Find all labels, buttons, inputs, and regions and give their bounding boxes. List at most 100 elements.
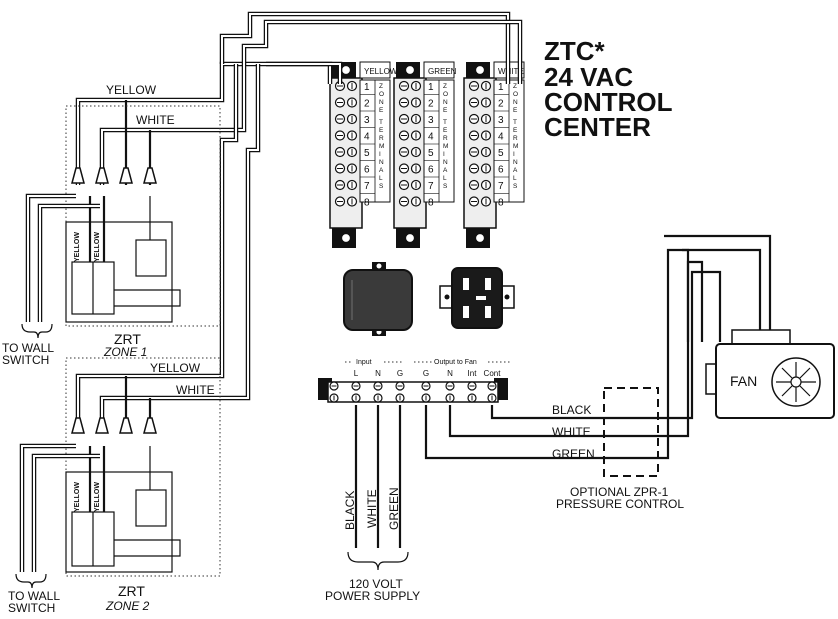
zone-2-wall-switch-line-1: TO WALL [8,589,60,603]
pressure-control-box [603,387,659,477]
zone-terminals-letter: N [443,159,448,166]
strip-body [393,77,427,229]
pressure-control: OPTIONAL ZPR-1 PRESSURE CONTROL [556,387,684,511]
pressure-control-line-2: PRESSURE CONTROL [556,497,684,511]
green-supply-wire-label: GREEN [387,487,401,530]
strip-color-label: YELLOW [364,67,398,76]
zone-terminals-letter: N [379,99,384,106]
zone-terminals-letter: N [443,99,448,106]
strip-body [329,77,363,229]
title-line-3: CONTROL [544,87,673,117]
zone-terminals-letter: O [379,91,384,98]
terminal-number: 5 [498,148,504,159]
terminal-label: Cont [484,369,502,378]
zone-terminals-letter: T [513,119,517,126]
zone-terminals-letter: I [443,151,445,158]
strip-body [463,77,497,229]
zone-2-yellow-wire-label: YELLOW [150,361,201,375]
zone-terminals-letter: N [513,159,518,166]
terminal-number: 6 [428,165,434,176]
terminal-number: 2 [498,99,504,110]
title-line-4: CENTER [544,112,651,142]
zone-terminals-letter: M [443,143,448,150]
zone-1-device-label: ZRT [114,331,141,347]
zone-2-box [65,357,221,577]
terminal-number: 2 [364,99,370,110]
zone-1-group: YELLOW YELLOW TO WALL SWITCH ZRT ZONE 1 [2,105,221,367]
terminal-number: 5 [364,148,370,159]
terminal-number: 5 [428,148,434,159]
zone-terminals-letter: E [443,107,448,114]
input-group-label: Input [356,359,372,366]
zone-1-coil-left-label: YELLOW [74,232,81,262]
zone-terminals-letter: R [379,135,384,142]
zone-2-wire-nuts [71,417,157,434]
zone-terminals-letter: I [513,151,515,158]
zone-terminal-strips: YELLOW12345678ZONETERMINALSGREEN12345678… [329,61,525,248]
zone-2-coil-right-label: YELLOW [94,482,101,512]
zone-2-wall-switch-line-2: SWITCH [8,601,55,615]
zone-1-wall-switch-line-1: TO WALL [2,341,54,355]
terminal-number: 2 [428,99,434,110]
zone-terminals-letter: R [513,135,518,142]
terminal-number: 3 [498,115,504,126]
mount-screw [474,64,486,76]
zone-terminals-letter: A [379,167,384,174]
terminal-number: 4 [498,132,504,143]
terminal-number: 6 [364,165,370,176]
zone-2-zone-label: ZONE 2 [105,599,150,613]
zone-terminals-letter: A [513,167,518,174]
white-fan-wire-label: WHITE [552,425,591,439]
zone-terminals-letter: N [513,99,518,106]
terminal-number: 4 [428,132,434,143]
terminal-number: 3 [364,115,370,126]
mount-screw [404,64,416,76]
transformer [343,262,413,336]
terminal-number: 1 [498,82,504,93]
output-group-label: Output to Fan [434,359,477,366]
zone-terminals-letter: O [443,91,448,98]
zone-terminals-letter: Z [513,83,517,90]
terminal-number: 6 [498,165,504,176]
zone-terminals-letter: L [443,175,447,182]
fan-label: FAN [730,373,757,389]
mount-screw [474,232,486,244]
pressure-control-line-1: OPTIONAL ZPR-1 [570,485,669,499]
green-fan-wire-label: GREEN [552,447,595,461]
terminal-number: 7 [364,181,370,192]
control-center-title: ZTC* 24 VAC CONTROL CENTER [544,36,673,142]
zone-terminals-letter: O [513,91,518,98]
power-supply-line-2: POWER SUPPLY [325,589,420,603]
zone-terminals-letter: S [379,183,384,190]
strip-color-tag [423,61,455,79]
power-supply-wires: BLACK WHITE GREEN 120 VOLT POWER SUPPLY [325,405,420,603]
terminal-number: 7 [498,181,504,192]
terminal-label: G [397,369,403,378]
zone-terminals-letter: M [379,143,384,150]
zone-terminals-letter: E [443,127,448,134]
black-supply-wire-label: BLACK [343,491,357,530]
zone-1-wall-switch-line-2: SWITCH [2,353,49,367]
fan-unit: FAN [705,329,835,419]
strip-color-label: WHITE [498,67,524,76]
zone-terminals-letter: A [443,167,448,174]
terminal-number: 1 [364,82,370,93]
zone-terminals-letter: N [379,159,384,166]
zone-terminals-letter: R [443,135,448,142]
terminal-number: 3 [428,115,434,126]
zone-terminals-letter: T [379,119,383,126]
zone-terminals-letter: E [379,107,384,114]
zone-terminals-letter: S [443,183,448,190]
fan-output-wires: BLACK WHITE GREEN [424,234,772,461]
terminal-label: Int [468,369,478,378]
zone-terminals-letter: M [513,143,518,150]
zone-1-zone-label: ZONE 1 [103,345,147,359]
terminal-label: N [447,369,453,378]
title-line-2: 24 VAC [544,62,633,92]
zone-2-coil-left-label: YELLOW [74,482,81,512]
zone-terminals-letter: E [513,107,518,114]
zone-2-group: YELLOW YELLOW TO WALL SWITCH ZRT ZONE 2 [8,357,221,615]
